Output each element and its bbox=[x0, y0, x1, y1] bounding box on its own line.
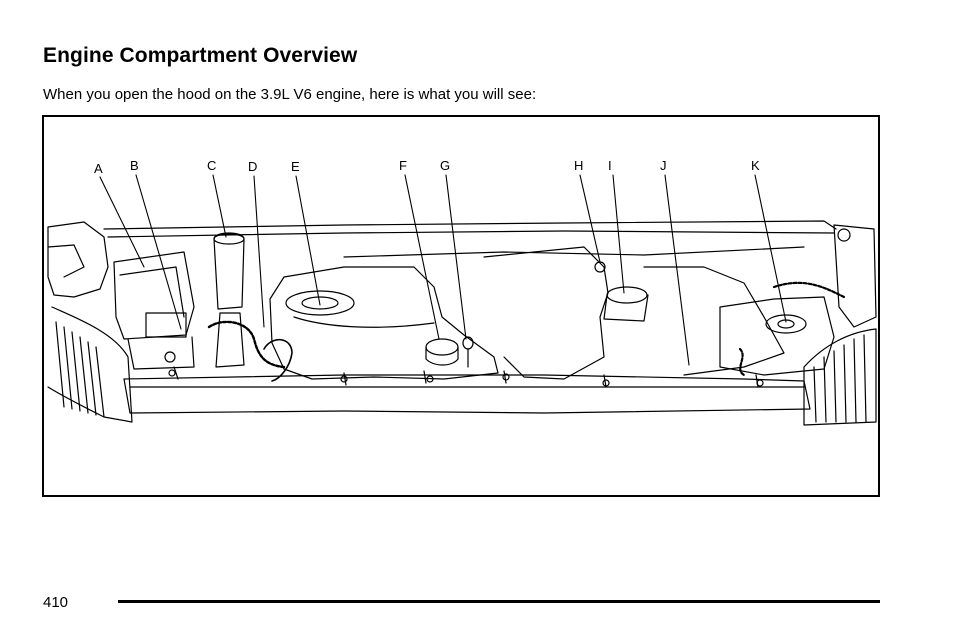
page-number: 410 bbox=[43, 594, 69, 611]
callout-label-e: E bbox=[291, 159, 300, 174]
engine-illustration: A B C D E F G H I J K bbox=[47, 158, 877, 426]
callout-label-c: C bbox=[207, 158, 216, 173]
callout-label-k: K bbox=[751, 158, 760, 173]
callout-label-f: F bbox=[399, 158, 407, 173]
engine-cover bbox=[269, 266, 499, 380]
callout-label-h: H bbox=[574, 158, 583, 173]
right-fender bbox=[803, 224, 877, 426]
engine-compartment-figure: A B C D E F G H I J K bbox=[42, 115, 880, 497]
callout-label-a: A bbox=[94, 161, 103, 176]
cowl-panel bbox=[103, 220, 837, 258]
callout-label-b: B bbox=[130, 158, 139, 173]
wiring-harness bbox=[207, 320, 293, 382]
page-title: Engine Compartment Overview bbox=[43, 44, 358, 67]
callout-label-j: J bbox=[660, 158, 667, 173]
intro-paragraph: When you open the hood on the 3.9L V6 en… bbox=[43, 86, 537, 103]
left-fender bbox=[47, 221, 133, 423]
coolant-reservoir bbox=[213, 232, 245, 368]
callout-leader-lines bbox=[99, 174, 787, 366]
callout-label-d: D bbox=[248, 159, 257, 174]
battery-and-relay-box bbox=[113, 251, 195, 370]
footer-rule bbox=[118, 600, 880, 603]
power-steering-and-brake-area bbox=[483, 246, 785, 380]
radiator-support bbox=[123, 366, 811, 414]
callout-label-i: I bbox=[608, 158, 612, 173]
washer-fluid-reservoir bbox=[719, 281, 846, 377]
oil-fill-cap bbox=[425, 338, 459, 366]
callout-label-g: G bbox=[440, 158, 450, 173]
oil-dipstick bbox=[462, 336, 474, 368]
